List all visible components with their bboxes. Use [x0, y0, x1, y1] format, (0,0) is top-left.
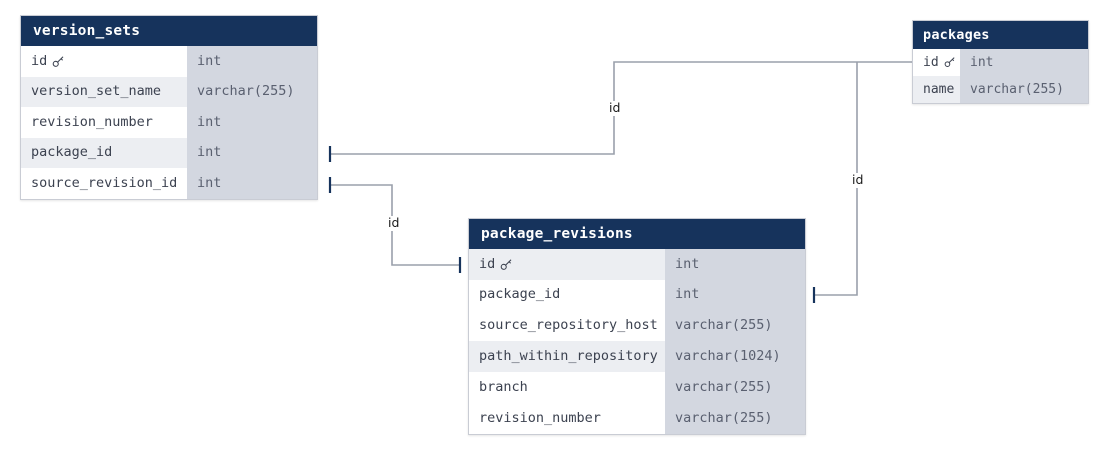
field-name-cell: path_within_repository [469, 341, 665, 373]
table-body-packages: id int name [913, 49, 1088, 103]
field-label: branch [479, 378, 528, 395]
field-label: id [479, 255, 496, 272]
table-row[interactable]: version_set_name varchar(255) [21, 76, 317, 108]
field-type-cell: int [187, 168, 317, 199]
table-row[interactable]: package_id int [469, 279, 805, 311]
field-type-cell: varchar(255) [665, 372, 805, 403]
table-row[interactable]: id int [21, 46, 317, 77]
field-type-cell: int [665, 249, 805, 280]
field-name-cell: revision_number [21, 107, 187, 138]
table-body-version_sets: id int version_set_n [21, 46, 317, 199]
table-row[interactable]: revision_number varchar(255) [469, 402, 805, 434]
field-type-cell: varchar(255) [665, 402, 805, 434]
field-name-cell: revision_number [469, 402, 665, 434]
field-label: source_repository_host [479, 317, 658, 334]
field-label: version_set_name [31, 83, 162, 100]
edge-label-package_id-packages: id [606, 101, 624, 116]
table-title-package_revisions: package_revisions [469, 219, 805, 249]
table-row[interactable]: id int [469, 249, 805, 280]
field-name-cell: name [913, 76, 960, 103]
field-label: revision_number [31, 113, 153, 130]
field-type-cell: int [960, 49, 1088, 76]
field-name-cell: id [469, 249, 665, 280]
table-row[interactable]: id int [913, 49, 1088, 76]
field-name-cell: id [21, 46, 187, 77]
field-name-cell: id [913, 49, 960, 76]
table-row[interactable]: revision_number int [21, 107, 317, 138]
field-name-cell: package_id [469, 279, 665, 311]
field-name-cell: version_set_name [21, 76, 187, 108]
field-name-cell: source_repository_host [469, 310, 665, 342]
field-label: id [31, 52, 48, 69]
field-type-cell: int [187, 46, 317, 77]
primary-key-icon [500, 258, 513, 271]
table-packages[interactable]: packages id int [912, 20, 1089, 104]
primary-key-icon [944, 56, 957, 69]
field-label: source_revision_id [31, 174, 178, 191]
field-label: path_within_repository [479, 348, 658, 365]
table-version_sets[interactable]: version_sets id int [20, 15, 318, 200]
field-name-cell: package_id [21, 137, 187, 169]
field-type-cell: varchar(255) [665, 310, 805, 342]
table-row[interactable]: name varchar(255) [913, 76, 1088, 103]
table-title-version_sets: version_sets [21, 16, 317, 46]
table-row[interactable]: source_repository_host varchar(255) [469, 310, 805, 342]
field-type-cell: int [187, 137, 317, 169]
field-name-cell: source_revision_id [21, 168, 187, 199]
edge-version_sets-package_id-to-packages-id [330, 61, 924, 155]
field-type-cell: int [665, 279, 805, 311]
table-row[interactable]: branch varchar(255) [469, 372, 805, 403]
table-row[interactable]: package_id int [21, 137, 317, 169]
edge-label-package_id-package_revisions: id [849, 173, 867, 188]
field-type-cell: varchar(255) [960, 76, 1088, 103]
field-name-cell: branch [469, 372, 665, 403]
field-label: name [923, 82, 955, 97]
field-label: id [923, 55, 939, 70]
edge-label-source_revision_id-package_revisions: id [385, 216, 403, 231]
field-type-cell: varchar(1024) [665, 341, 805, 373]
table-package_revisions[interactable]: package_revisions id i [468, 218, 806, 435]
field-label: package_id [31, 144, 113, 161]
table-title-packages: packages [913, 21, 1088, 49]
table-row[interactable]: path_within_repository varchar(1024) [469, 341, 805, 373]
field-type-cell: int [187, 107, 317, 138]
field-type-cell: varchar(255) [187, 76, 317, 108]
table-body-package_revisions: id int package_id [469, 249, 805, 434]
table-row[interactable]: source_revision_id int [21, 168, 317, 199]
field-label: revision_number [479, 409, 601, 426]
primary-key-icon [52, 55, 65, 68]
field-label: package_id [479, 286, 561, 303]
